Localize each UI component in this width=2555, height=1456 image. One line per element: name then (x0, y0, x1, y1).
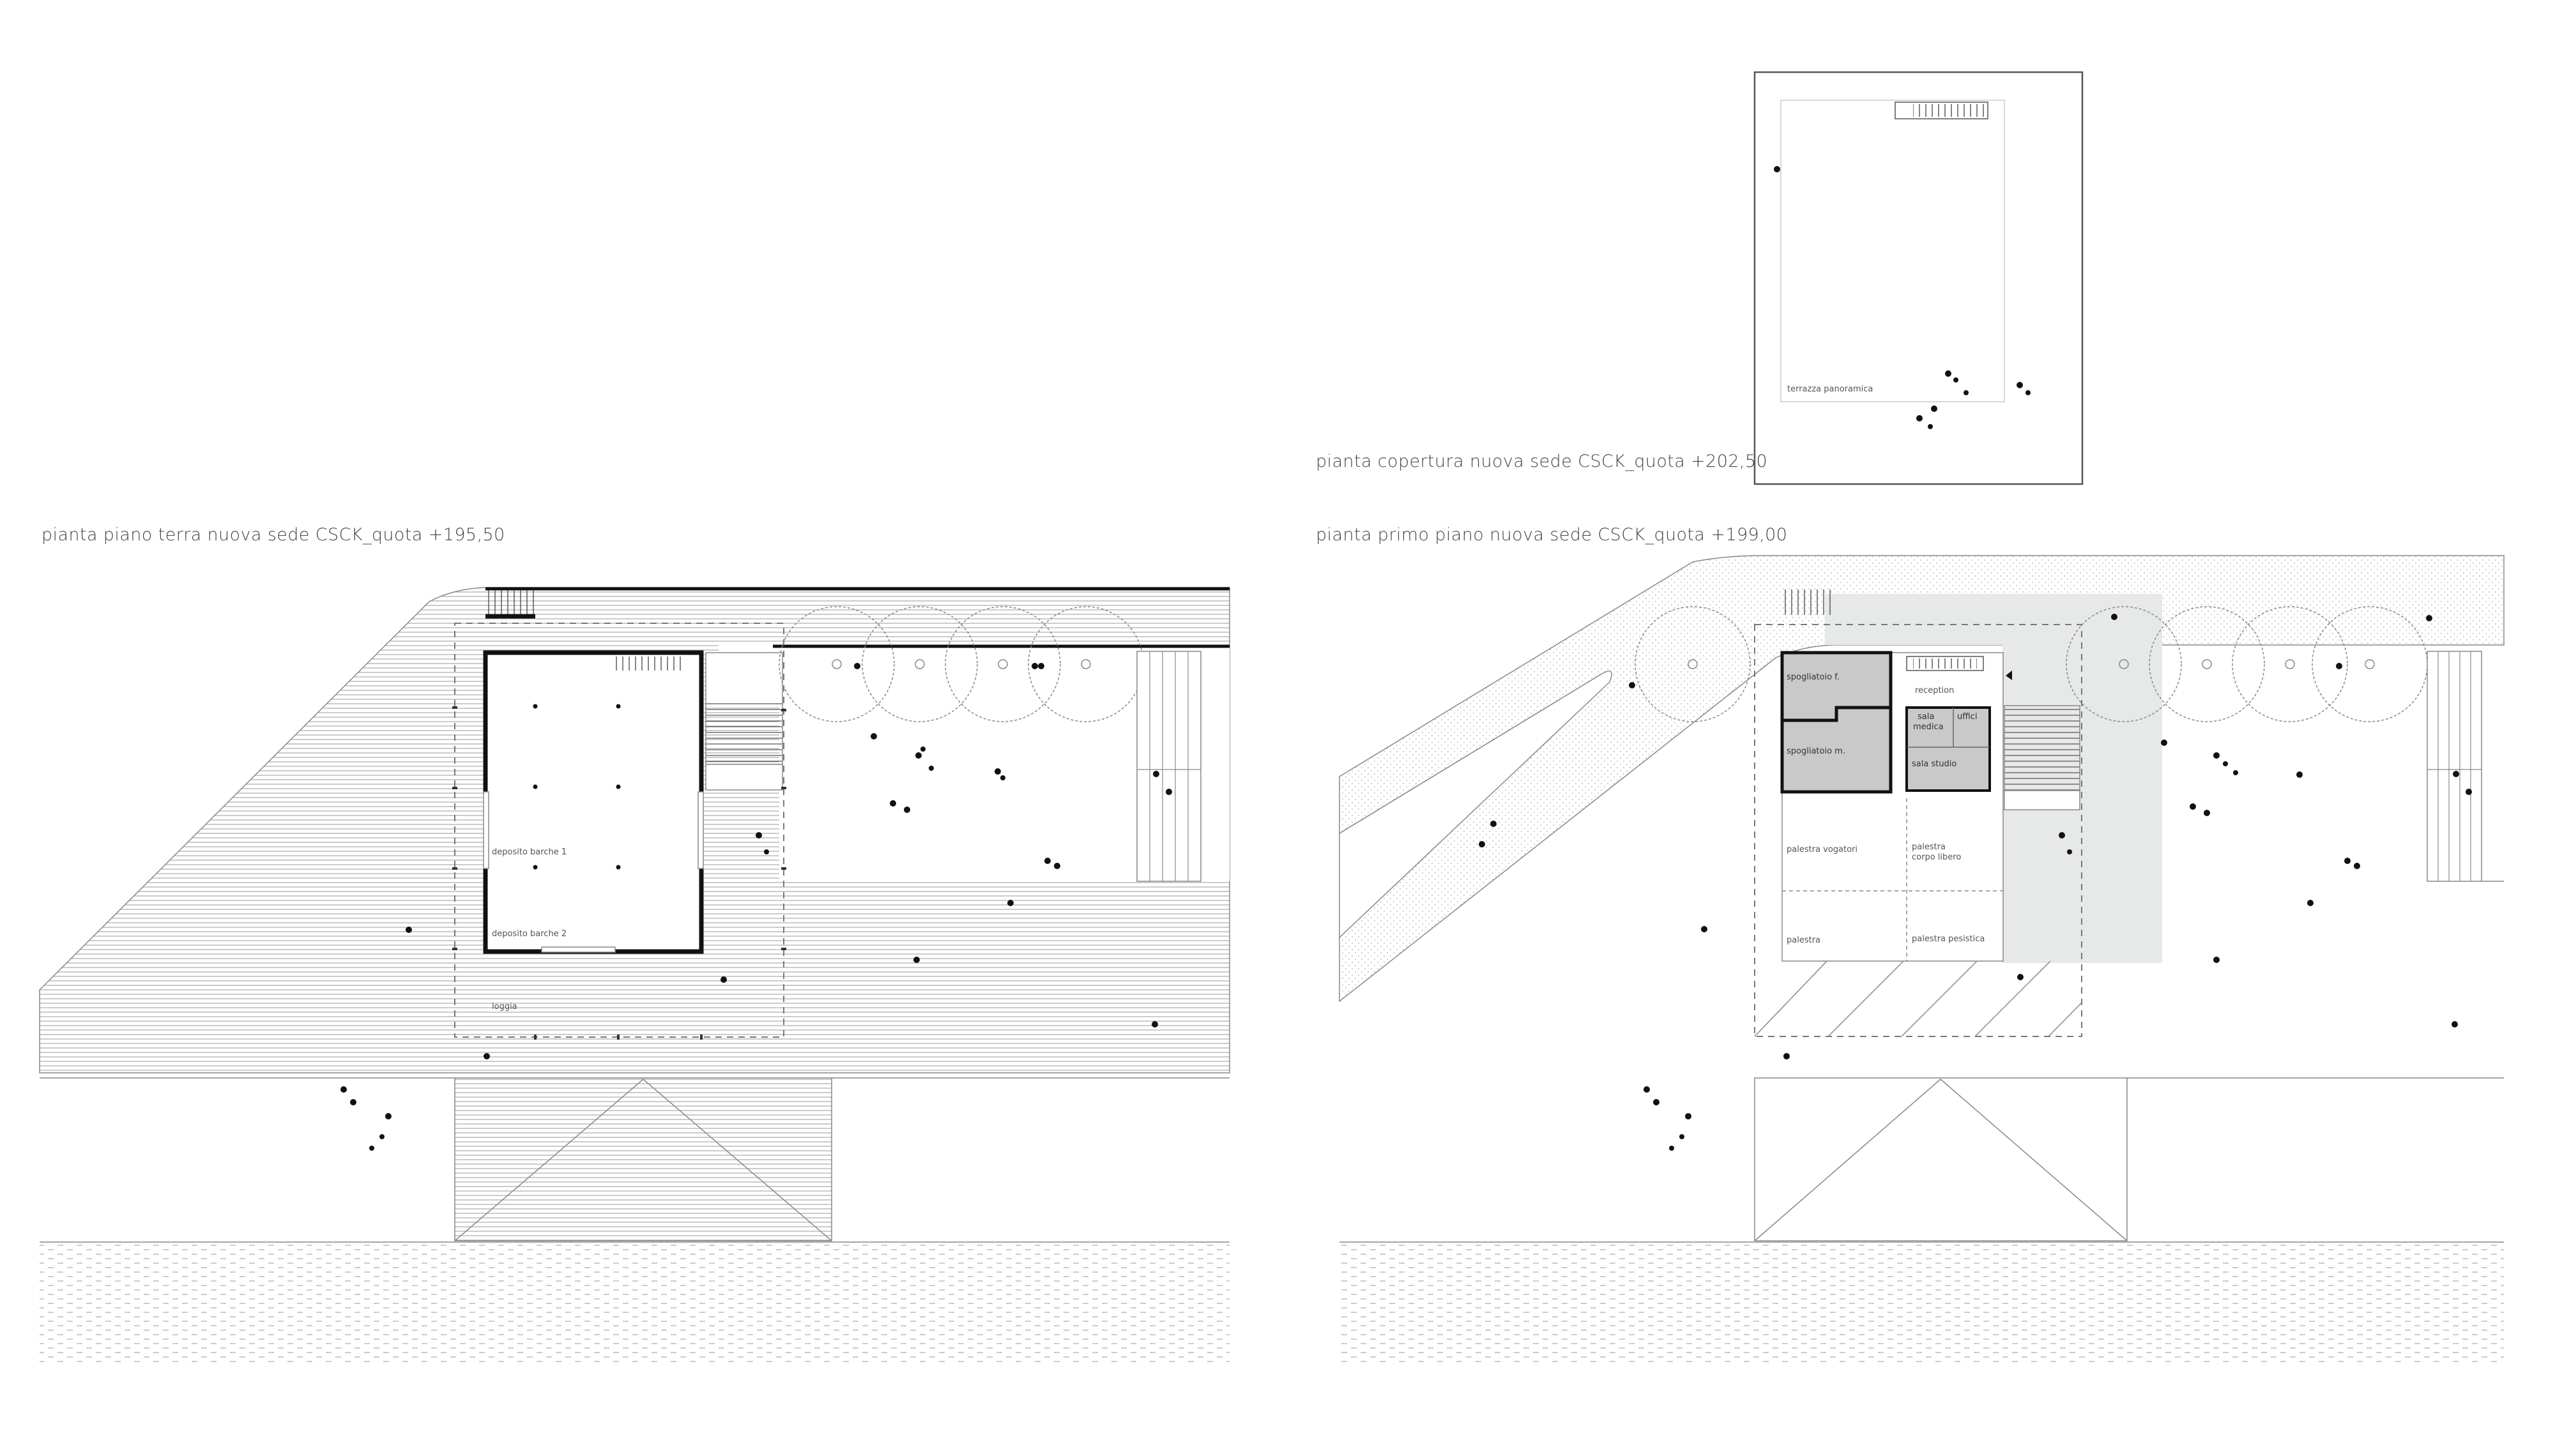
ground-floor-title: pianta piano terra nuova sede CSCK_quota… (42, 525, 505, 545)
room-label-reception: reception (1915, 686, 1954, 695)
room-label-medica: medica (1913, 722, 1944, 732)
roof-terrace (1780, 100, 2005, 402)
room-label-loggia: loggia (492, 1002, 517, 1012)
ramp (1136, 651, 1201, 882)
room-label-palestra-corpo: palestra (1912, 842, 1946, 852)
open-plaza (779, 645, 1137, 881)
trees-row (779, 606, 1144, 722)
river (40, 1242, 1230, 1363)
boat-storage-building (483, 650, 704, 954)
room-label-uffici: uffici (1957, 712, 1978, 722)
room-label-deposito-2: deposito barche 2 (492, 929, 567, 939)
boat-dock (454, 1077, 832, 1241)
main-stair (2004, 705, 2080, 791)
room-label-spogliatoio-f: spogliatoio f. (1787, 672, 1840, 682)
roof-frame (1753, 71, 2084, 485)
walkway-stair (1782, 589, 1832, 615)
roof-plan: terrazza panoramica pianta copertura nuo… (1316, 71, 2084, 485)
boat-dock-first (1754, 1077, 2128, 1241)
pergola-lines (1754, 960, 2082, 1037)
room-label-deposito-1: deposito barche 1 (492, 847, 567, 857)
river-first (1339, 1242, 2504, 1363)
columns (533, 704, 621, 870)
room-label-corpo-libero: corpo libero (1912, 853, 1961, 862)
first-floor-title: pianta primo piano nuova sede CSCK_quota… (1316, 525, 1787, 545)
room-label-sala-studio: sala studio (1912, 759, 1956, 769)
trees-row-first (1635, 606, 2428, 722)
room-spogliatoio-m (1780, 706, 1893, 794)
people-figures-first (1479, 614, 2472, 1151)
roof-people (1774, 166, 2031, 429)
loggia-columns (452, 706, 786, 1040)
dock-ramp-first (1754, 1079, 2128, 1241)
storage-stair (612, 656, 683, 671)
people-figures (340, 663, 1172, 1151)
roof-plan-title: pianta copertura nuova sede CSCK_quota +… (1316, 451, 1767, 471)
ground-floor-plan: pianta piano terra nuova sede CSCK_quota… (39, 525, 1230, 1363)
dock-ramp (454, 1079, 832, 1241)
room-label-palestra-pesistica: palestra pesistica (1912, 934, 1985, 944)
first-floor-plan: pianta primo piano nuova sede CSCK_quota… (1316, 525, 2505, 1363)
stair-flight (705, 703, 783, 765)
room-label-spogliatoio-m: spogliatoio m. (1787, 747, 1845, 756)
entry-stair (485, 590, 535, 616)
room-label-palestra: palestra (1787, 936, 1820, 945)
first-floor-outline (1754, 624, 2082, 1037)
room-label-palestra-vogatori: palestra vogatori (1787, 845, 1857, 854)
loggia-outline (454, 623, 784, 1038)
pointer-arrow-icon (2006, 671, 2012, 680)
roof-stair (1913, 104, 1985, 117)
stair-core (705, 652, 783, 704)
room-label-sala: sala (1918, 712, 1934, 722)
ramp-first (2427, 651, 2482, 882)
walkway-branch (1339, 670, 1612, 939)
room-label-terrazza: terrazza panoramica (1787, 384, 1873, 394)
room-sala-medica (1905, 706, 1991, 792)
shade-top (1825, 594, 2119, 645)
